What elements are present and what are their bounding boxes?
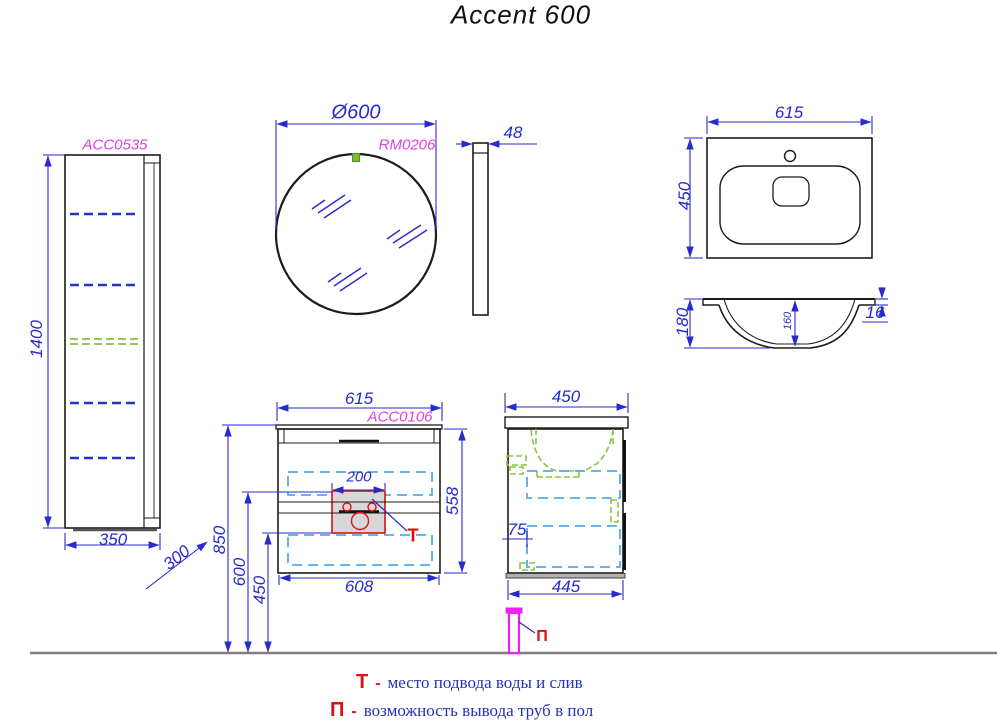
marker-t: Т — [407, 525, 419, 546]
legend-water-symbol: Т — [356, 671, 369, 693]
basin-width-dim: 615 — [774, 103, 804, 122]
vanity-depth-dim: 450 — [551, 387, 581, 406]
floor-to-service-top-dim: 600 — [230, 557, 249, 587]
floor-pipe-symbol — [505, 607, 536, 655]
basin-depth-dim: 450 — [675, 181, 694, 211]
mirror-side-view — [456, 140, 537, 316]
vanity-height-dim: 558 — [443, 486, 462, 516]
legend-water: Т - место подвода воды и слив — [356, 671, 583, 694]
legend-floor-pipes-symbol: П — [330, 699, 345, 721]
vanity-side-dimensions — [502, 393, 629, 600]
legend-water-dash: - — [375, 675, 381, 692]
tall-cabinet-height-dim: 1400 — [27, 320, 46, 358]
vanity-front-dimensions — [222, 402, 467, 653]
basin-rim-dim: 16 — [865, 303, 885, 322]
mirror-mount-clip — [352, 153, 360, 162]
vanity-front-view — [222, 402, 467, 653]
shelf-dashed-lines — [70, 212, 140, 460]
adjustable-shelf-line — [70, 338, 140, 345]
legend-water-text: место подвода воды и слив — [387, 673, 583, 692]
drawer-offset-dim: 75 — [507, 520, 527, 539]
marker-p: П — [536, 628, 548, 645]
basin-height-dim: 180 — [673, 307, 692, 337]
overflow-recess — [772, 176, 810, 207]
mirror-diameter-dim: Ø600 — [331, 101, 381, 124]
washbasin-section-dimensions — [684, 287, 888, 349]
vanity-width-dim: 615 — [344, 389, 374, 408]
floor-to-service-bottom-dim: 450 — [250, 575, 269, 605]
tall-cabinet-width-dim: 350 — [98, 530, 128, 549]
vanity-body-width-dim: 608 — [344, 577, 374, 596]
tall-cabinet-dimensions — [43, 154, 208, 590]
vanity-side-view — [502, 393, 629, 600]
hidden-sink-outline — [506, 429, 619, 571]
legend-floor-pipes-text: возможность вывода труб в пол — [363, 701, 594, 720]
washbasin-top-dimensions — [684, 116, 873, 259]
tall-cabinet-view — [43, 154, 208, 590]
mirror-front-view — [274, 120, 438, 316]
faucet-hole — [783, 149, 797, 163]
marker-t-leader — [371, 498, 408, 532]
side-drawer-dashed — [526, 470, 621, 568]
mirror-reflection-hatches — [311, 194, 428, 292]
legend-floor-pipes-dash: - — [351, 703, 357, 720]
page-title: Accent 600 — [450, 0, 592, 30]
mirror-diameter-dimension — [275, 120, 437, 230]
washbasin-top-view — [684, 116, 873, 259]
service-zone-width-dim: 200 — [346, 468, 372, 486]
vanity-body-depth-dim: 445 — [551, 577, 581, 596]
mirror-thickness-dim: 48 — [503, 123, 523, 142]
drawer-interior-dashed — [287, 471, 433, 566]
floor-to-top-dim: 850 — [210, 525, 229, 555]
vanity-label: ACC0106 — [367, 408, 433, 426]
mirror-label: RM0206 — [378, 136, 436, 154]
basin-bowl-depth-dim: 160 — [782, 311, 794, 331]
service-holes — [342, 502, 377, 531]
marker-p-leader — [518, 621, 536, 634]
tall-cabinet-label: ACC0535 — [82, 136, 148, 154]
legend-floor-pipes: П - возможность вывода труб в пол — [330, 699, 593, 722]
washbasin-section-view — [684, 287, 888, 349]
